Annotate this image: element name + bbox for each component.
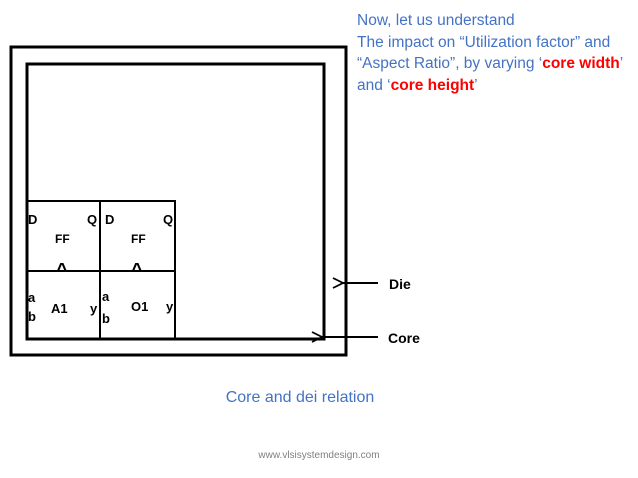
heading-line-4: and ‘core height’: [357, 75, 635, 97]
heading-line-3: “Aspect Ratio”, by varying ‘core width’: [357, 53, 635, 75]
heading-line-1: Now, let us understand: [357, 12, 515, 29]
ff1-d-pin: D: [28, 212, 37, 227]
heading-line-4-post: ’: [474, 76, 478, 94]
ff2-label: FF: [131, 232, 146, 246]
or-gate-label: O1: [131, 299, 148, 314]
ff2-q-pin: Q: [163, 212, 173, 227]
heading-text: Now, let us understand The impact on “Ut…: [357, 10, 635, 96]
website-footer: www.vlsisystemdesign.com: [258, 450, 380, 461]
or-gate-input-b: b: [102, 311, 110, 326]
and-gate-label: A1: [51, 301, 68, 316]
or-gate-output-y: y: [166, 299, 174, 314]
die-boundary: [9, 45, 348, 357]
heading-line-4-pre: and ‘: [357, 76, 391, 94]
flip-flop-cell-2: D Q FF ^: [99, 200, 176, 282]
and-gate-output-y: y: [90, 301, 98, 316]
diagram-caption: Core and dei relation: [225, 389, 375, 406]
ff2-d-pin: D: [105, 212, 114, 227]
core-height-highlight: core height: [390, 76, 475, 94]
heading-line-3-post: ’: [619, 55, 624, 72]
and-gate-input-a: a: [28, 290, 36, 305]
core-width-highlight: core width: [542, 55, 620, 72]
flip-flop-cell-1: D Q FF ^: [26, 200, 101, 282]
ff1-q-pin: Q: [87, 212, 97, 227]
or-gate-input-a: a: [102, 289, 110, 304]
and-gate-input-b: b: [28, 309, 36, 324]
heading-line-2: The impact on “Utilization factor” and: [357, 33, 611, 51]
core-label: Core: [388, 330, 420, 346]
die-label: Die: [389, 276, 411, 292]
or-gate-box: [99, 270, 176, 340]
or-gate-cell: a b O1 y: [99, 270, 176, 340]
ff1-label: FF: [55, 232, 70, 246]
heading-line-3-pre: “Aspect Ratio”, by varying ‘: [357, 55, 543, 72]
